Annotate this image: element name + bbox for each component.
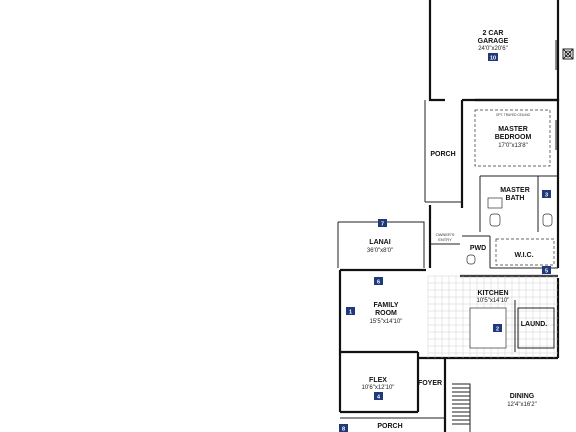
master-bedroom-name-line2: BEDROOM xyxy=(495,134,532,141)
kitchen-dims: 10'5"x14'10" xyxy=(477,298,510,304)
porch-bottom: PORCH 8 xyxy=(339,417,445,432)
wic-name: W.I.C. xyxy=(514,252,533,259)
garage-badge: 10 xyxy=(488,53,498,62)
family-room-name-line1: FAMILY xyxy=(373,302,398,309)
svg-text:7: 7 xyxy=(381,222,384,228)
stair-rail xyxy=(452,383,471,432)
exterior-fixture-icon xyxy=(562,48,574,60)
garage: 2 CAR GARAGE 24'0"x20'6" 10 xyxy=(428,0,560,102)
kitchen: KITCHEN 10'5"x14'10" 2 xyxy=(469,290,516,352)
svg-text:1: 1 xyxy=(349,310,352,316)
svg-text:5: 5 xyxy=(545,269,548,275)
master-bath-name-line1: MASTER xyxy=(500,187,530,194)
svg-text:3: 3 xyxy=(545,193,548,199)
porch-bottom-badge: 8 xyxy=(339,424,348,432)
dining-dims: 12'4"x16'2" xyxy=(507,402,537,408)
lanai-badge-top: 7 xyxy=(378,219,387,228)
svg-text:8: 8 xyxy=(342,427,345,432)
flex-room: FLEX 10'6"x12'10" 4 xyxy=(362,377,395,401)
garage-name-line2: GARAGE xyxy=(478,38,509,45)
house-walls xyxy=(337,98,560,432)
owners-entry-name-line2: ENTRY xyxy=(438,237,452,242)
master-bedroom-name-line1: MASTER xyxy=(498,126,528,133)
dining-name: DINING xyxy=(510,393,535,400)
laundry-name: LAUND. xyxy=(521,321,547,328)
lanai: LANAI 36'0"x8'0" 7 6 xyxy=(367,219,393,286)
kitchen-badge: 2 xyxy=(493,324,502,333)
flex-name: FLEX xyxy=(369,377,387,384)
owners-entry: OWNER'S ENTRY xyxy=(430,232,460,245)
garage-name-line1: 2 CAR xyxy=(482,30,503,37)
porch-top: PORCH xyxy=(430,151,455,158)
pwd-name: PWD xyxy=(470,245,486,252)
ceiling-note: OPT. TRAYED CEILING xyxy=(496,113,531,117)
porch-top-name: PORCH xyxy=(430,151,455,158)
master-bath: MASTER BATH 3 xyxy=(479,175,558,232)
foyer: FOYER xyxy=(418,380,442,387)
lanai-name: LANAI xyxy=(369,239,390,246)
master-bath-badge: 3 xyxy=(542,190,551,199)
flex-dims: 10'6"x12'10" xyxy=(362,385,395,391)
master-bedroom: OPT. TRAYED CEILING MASTER BEDROOM 17'0"… xyxy=(474,109,557,167)
lanai-badge-bottom: 6 xyxy=(374,277,383,286)
stairs xyxy=(452,383,471,432)
master-bedroom-dims: 17'0"x13'8" xyxy=(498,143,528,149)
family-room: FAMILY ROOM 15'5"x14'10" 1 xyxy=(346,302,402,325)
lanai-dims: 36'0"x8'0" xyxy=(367,248,393,254)
flex-badge: 4 xyxy=(374,392,383,401)
walk-in-closet: W.I.C. 5 xyxy=(490,238,558,275)
garage-dims: 24'0"x20'6" xyxy=(478,46,508,52)
powder-room: PWD xyxy=(462,235,491,268)
dining: DINING 12'4"x16'2" xyxy=(507,393,537,408)
master-bath-name-line2: BATH xyxy=(506,195,525,202)
owners-entry-name-line1: OWNER'S xyxy=(436,232,455,237)
laundry: LAUND. xyxy=(517,307,555,349)
svg-text:6: 6 xyxy=(377,280,380,286)
svg-text:10: 10 xyxy=(490,56,496,62)
family-room-badge: 1 xyxy=(346,307,355,316)
svg-text:2: 2 xyxy=(496,327,499,333)
family-room-dims: 15'5"x14'10" xyxy=(370,319,403,325)
family-room-name-line2: ROOM xyxy=(375,310,397,317)
porch-bottom-name: PORCH xyxy=(377,423,402,430)
wic-badge: 5 xyxy=(542,266,551,275)
svg-text:4: 4 xyxy=(377,395,381,401)
kitchen-name: KITCHEN xyxy=(477,290,508,297)
foyer-name: FOYER xyxy=(418,380,442,387)
